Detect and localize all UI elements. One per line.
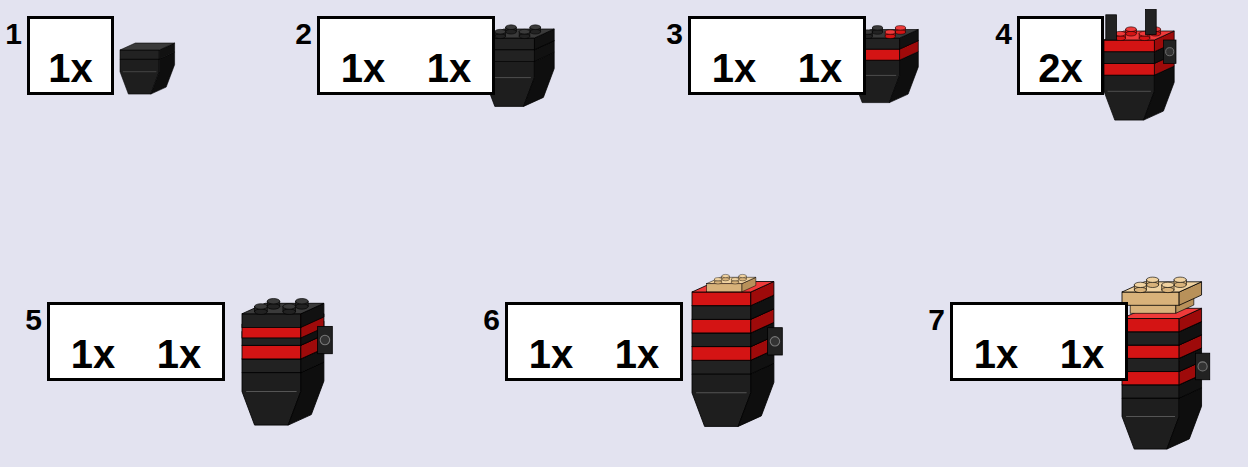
quantity-row: 1x1x [508, 334, 680, 374]
step-number: 1 [5, 19, 22, 49]
parts-box: 31x1x [688, 16, 866, 95]
quantity-label: 1x [320, 48, 406, 88]
quantity-label: 1x [953, 334, 1039, 374]
quantity-label: 1x [594, 334, 680, 374]
quantity-label: 1x [136, 334, 222, 374]
quantity-row: 1x1x [320, 48, 492, 88]
parts-box: 71x1x [950, 302, 1128, 381]
quantity-label: 1x [777, 48, 863, 88]
parts-box: 51x1x [47, 302, 225, 381]
quantity-row: 2x [1020, 48, 1101, 88]
parts-box: 42x [1017, 16, 1104, 95]
step-number: 3 [666, 19, 683, 49]
step-number: 2 [295, 19, 312, 49]
quantity-label: 1x [406, 48, 492, 88]
step-number: 5 [25, 305, 42, 335]
quantity-row: 1x1x [691, 48, 863, 88]
assembled-models [120, 9, 1210, 449]
parts-box: 11x [27, 16, 114, 95]
step-number: 6 [483, 305, 500, 335]
quantity-label: 1x [508, 334, 594, 374]
quantity-label: 1x [50, 334, 136, 374]
quantity-label: 1x [1039, 334, 1125, 374]
step-number: 7 [928, 305, 945, 335]
parts-box: 61x1x [505, 302, 683, 381]
step-number: 4 [995, 19, 1012, 49]
parts-box: 21x1x [317, 16, 495, 95]
quantity-label: 2x [1020, 48, 1101, 88]
quantity-row: 1x1x [50, 334, 222, 374]
quantity-label: 1x [691, 48, 777, 88]
quantity-row: 1x [30, 48, 111, 88]
part-icons [50, 24, 1077, 327]
quantity-row: 1x1x [953, 334, 1125, 374]
quantity-label: 1x [30, 48, 111, 88]
